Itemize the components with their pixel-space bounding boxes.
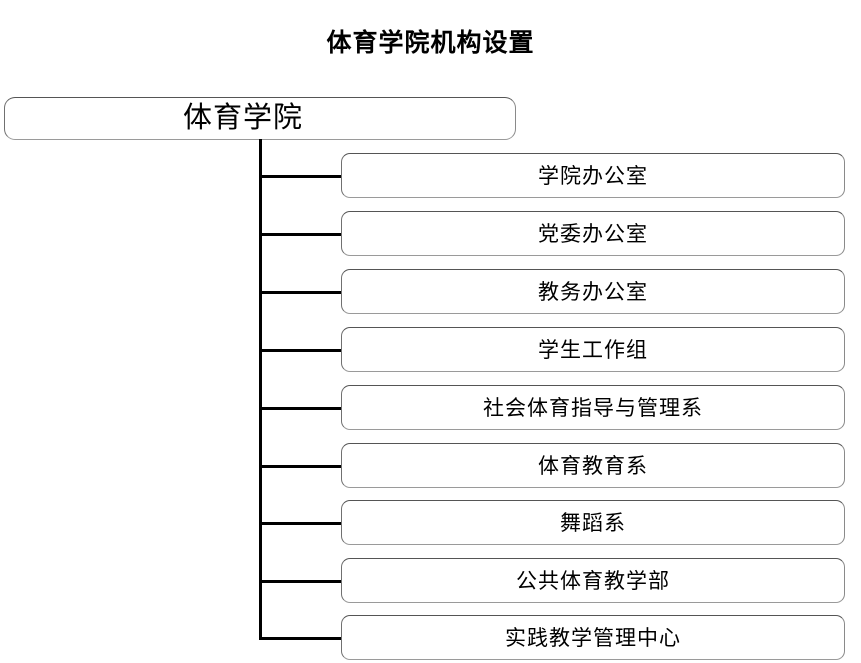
org-node-child-label: 学生工作组 [538,337,648,362]
org-node-child[interactable]: 教务办公室 [341,269,845,314]
org-node-child-label: 社会体育指导与管理系 [483,395,703,420]
org-node-child[interactable]: 学院办公室 [341,153,845,198]
connector-branch [259,291,343,294]
connector-trunk [259,139,262,638]
connector-branch [259,349,343,352]
org-node-child-label: 公共体育教学部 [516,568,670,593]
org-node-child[interactable]: 实践教学管理中心 [341,615,845,660]
org-node-child-label: 舞蹈系 [560,510,626,535]
org-node-child[interactable]: 公共体育教学部 [341,558,845,603]
org-node-root-label: 体育学院 [183,102,304,134]
org-node-child[interactable]: 社会体育指导与管理系 [341,385,845,430]
connector-branch [259,522,343,525]
org-node-child-label: 教务办公室 [538,279,648,304]
org-node-child[interactable]: 学生工作组 [341,327,845,372]
org-node-child-label: 实践教学管理中心 [505,625,681,650]
connector-branch [259,233,343,236]
connector-branch [259,407,343,410]
connector-branch [259,580,343,583]
connector-branch [259,175,343,178]
connector-branch [259,465,343,468]
page-title: 体育学院机构设置 [326,30,535,57]
org-node-child-label: 党委办公室 [538,221,648,246]
org-node-child[interactable]: 舞蹈系 [341,500,845,545]
org-node-child[interactable]: 党委办公室 [341,211,845,256]
connector-branch [259,637,343,640]
org-node-child-label: 学院办公室 [538,163,648,188]
org-node-child-label: 体育教育系 [538,453,648,478]
org-node-child[interactable]: 体育教育系 [341,443,845,488]
org-node-root[interactable]: 体育学院 [4,97,516,140]
